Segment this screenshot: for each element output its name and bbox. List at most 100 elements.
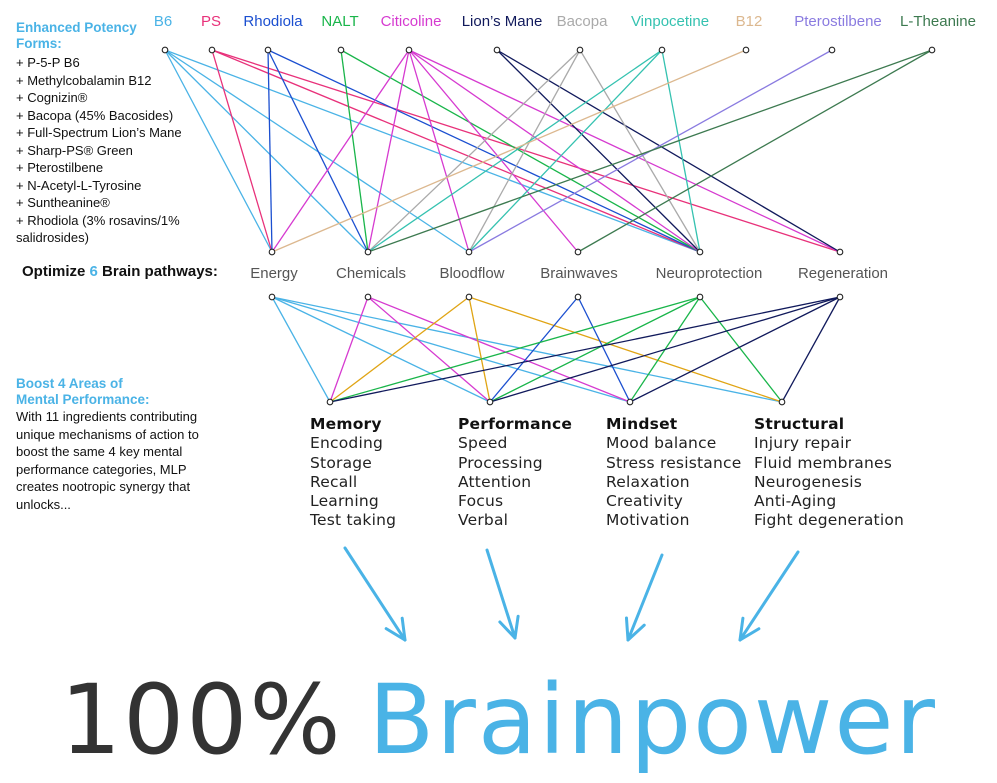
pathway-links xyxy=(271,296,841,403)
nodes xyxy=(161,46,936,406)
link-citicoline-to-energy xyxy=(271,49,410,253)
link-ps-to-energy xyxy=(211,49,273,253)
link-neuroprotection-to-structural xyxy=(699,296,783,403)
area-item: Learning xyxy=(310,492,379,511)
link-regeneration-to-performance xyxy=(489,296,841,403)
ingredient-links xyxy=(164,49,933,253)
node-nalt xyxy=(337,46,345,54)
area-title: Performance xyxy=(458,415,573,433)
link-l-theanine-to-brainwaves xyxy=(577,49,933,253)
node-regeneration-top xyxy=(836,248,844,256)
link-energy-to-mindset xyxy=(271,296,631,403)
area-item: Relaxation xyxy=(606,472,690,491)
link-bacopa-to-chemicals xyxy=(367,49,581,253)
area-item: Fight degeneration xyxy=(754,511,905,530)
link-citicoline-to-regeneration xyxy=(408,49,841,253)
node-bloodflow-bottom xyxy=(465,293,473,301)
ingredient-label-citicoline: Citicoline xyxy=(381,13,442,30)
node-b6 xyxy=(161,46,169,54)
node-chemicals-bottom xyxy=(364,293,372,301)
pathways-heading-prefix: Optimize xyxy=(22,263,90,280)
link-nalt-to-neuroprotection xyxy=(340,49,701,253)
link-citicoline-to-chemicals xyxy=(367,49,410,253)
area-title: Mindset xyxy=(606,415,678,433)
link-ps-to-neuroprotection xyxy=(211,49,701,253)
link-ps-to-regeneration xyxy=(211,49,841,253)
pathway-label-bloodflow: Bloodflow xyxy=(439,265,504,282)
arrow-2-head xyxy=(498,614,520,640)
node-structural xyxy=(778,398,786,406)
link-energy-to-performance xyxy=(271,296,491,403)
area-item: Stress resistance xyxy=(606,453,742,472)
node-b12 xyxy=(742,46,750,54)
node-brainwaves-top xyxy=(574,248,582,256)
link-b6-to-neuroprotection xyxy=(164,49,701,253)
link-bacopa-to-neuroprotection xyxy=(579,49,701,253)
ingredient-label-lion-s-mane: Lion’s Mane xyxy=(462,13,543,30)
node-pterostilbene xyxy=(828,46,836,54)
link-regeneration-to-structural xyxy=(781,296,841,403)
pathway-label-neuroprotection: Neuroprotection xyxy=(656,265,763,282)
potency-item: + Full-Spectrum Lion’s Mane xyxy=(16,125,182,140)
area-title: Structural xyxy=(754,415,845,433)
node-neuroprotection-bottom xyxy=(696,293,704,301)
link-b6-to-energy xyxy=(164,49,273,253)
node-rhodiola xyxy=(264,46,272,54)
link-neuroprotection-to-memory xyxy=(329,296,701,403)
link-vinpocetine-to-chemicals xyxy=(367,49,663,253)
area-item: Motivation xyxy=(606,511,690,530)
link-vinpocetine-to-bloodflow xyxy=(468,49,663,253)
node-vinpocetine xyxy=(658,46,666,54)
arrow-4-shaft xyxy=(738,550,800,642)
link-energy-to-structural xyxy=(271,296,783,403)
link-neuroprotection-to-performance xyxy=(489,296,701,403)
potency-item: + Rhodiola (3% rosavins/1% salidrosides) xyxy=(16,212,180,246)
node-neuroprotection-top xyxy=(696,248,704,256)
link-bloodflow-to-performance xyxy=(468,296,491,403)
potency-heading: Enhanced Potency Forms: xyxy=(16,20,206,52)
potency-list: + P-5-P B6+ Methylcobalamin B12+ Cognizi… xyxy=(16,54,206,247)
link-bloodflow-to-structural xyxy=(468,296,783,403)
area-item: Verbal xyxy=(458,511,509,530)
area-title: Memory xyxy=(310,415,382,433)
link-bloodflow-to-memory xyxy=(329,296,470,403)
pathway-label-brainwaves: Brainwaves xyxy=(540,265,618,282)
boost-heading-line2: Mental Performance: xyxy=(16,392,150,407)
ingredient-label-b12: B12 xyxy=(736,13,763,30)
node-chemicals-top xyxy=(364,248,372,256)
area-item: Encoding xyxy=(310,434,384,453)
area-item: Mood balance xyxy=(606,434,717,453)
link-b12-to-energy xyxy=(271,49,747,253)
arrow-1-shaft xyxy=(343,546,407,642)
link-regeneration-to-memory xyxy=(329,296,841,403)
arrow-3-head xyxy=(624,616,646,642)
ingredient-label-l-theanine: L-Theanine xyxy=(900,13,976,30)
node-bacopa xyxy=(576,46,584,54)
link-brainwaves-to-performance xyxy=(489,296,579,403)
boost-heading-line1: Boost 4 Areas of xyxy=(16,376,123,391)
link-regeneration-to-mindset xyxy=(629,296,841,403)
node-brainwaves-bottom xyxy=(574,293,582,301)
area-item: Speed xyxy=(458,434,508,453)
area-item: Recall xyxy=(310,472,358,491)
potency-item: + Bacopa (45% Bacosides) xyxy=(16,107,174,123)
ingredient-label-pterostilbene: Pterostilbene xyxy=(794,13,882,30)
arrow-3-shaft xyxy=(626,553,664,642)
node-l-theanine xyxy=(928,46,936,54)
area-item: Neurogenesis xyxy=(754,472,863,491)
link-energy-to-memory xyxy=(271,296,331,403)
potency-item: + Cognizin® xyxy=(16,90,88,105)
ingredient-label-ps: PS xyxy=(201,13,221,30)
area-item: Creativity xyxy=(606,492,684,511)
link-lion-s-mane-to-neuroprotection xyxy=(496,49,701,253)
